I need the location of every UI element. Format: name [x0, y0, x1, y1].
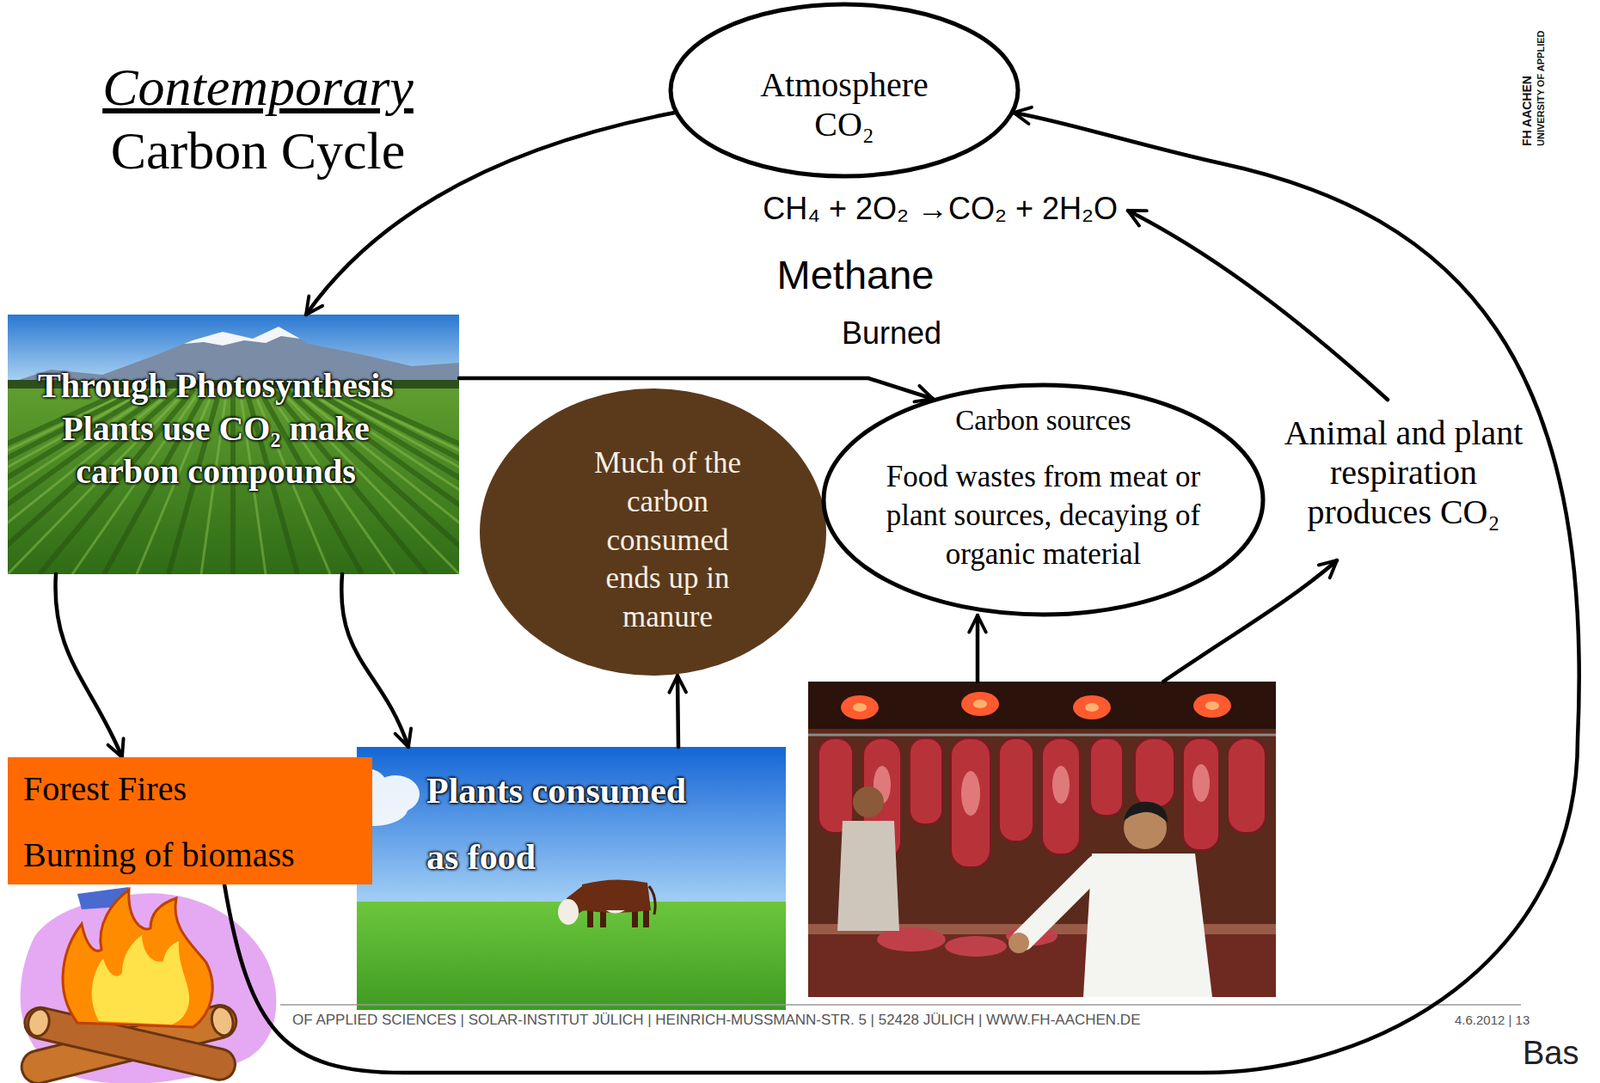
ellipse-outline [823, 385, 1263, 615]
pasture-photo [356, 747, 786, 911]
butcher-figure [852, 786, 884, 818]
cow-figure [557, 879, 656, 928]
field-photo [7, 314, 460, 575]
meat-market-photo [1205, 701, 1220, 711]
meat-market-photo [840, 692, 1232, 720]
logo-text: FH AACHEN [1520, 75, 1533, 147]
field-photo [7, 314, 460, 575]
pasture-photo [356, 747, 786, 1011]
node-heading: Forest Fires [23, 769, 373, 810]
node-heading: Atmosphere [760, 65, 929, 105]
campfire-clipart [62, 889, 213, 1028]
equation-label: CH₄ + 2O₂ →CO₂ + 2H₂O [762, 190, 1118, 227]
connector-arrow [55, 574, 123, 758]
meat-market-photo [876, 927, 946, 952]
photosynthesis-photo-box: Through Photosynthesis Plants use CO₂ ma… [7, 314, 460, 575]
meat-market-photo [1134, 738, 1175, 808]
ellipse-outline [670, 4, 1018, 177]
butcher-figure [1023, 866, 1097, 940]
methane-label: Methane [777, 251, 935, 299]
campfire-clipart [25, 1006, 53, 1039]
diagram-title: Contemporary Carbon Cycle [77, 55, 439, 184]
ellipse-outline [479, 388, 827, 676]
meat-market-photo [808, 681, 1276, 998]
flow-arrow [1127, 210, 1388, 400]
node-label: Burning of biomass [23, 835, 373, 876]
meat-market-photo [852, 703, 867, 712]
butcher-figure [837, 786, 1213, 998]
meat-market-photo [973, 699, 987, 709]
campfire-clipart [91, 935, 190, 1025]
meat-market-photo [961, 692, 1000, 717]
butcher-figure [837, 821, 900, 932]
forest-fire-box: Forest FiresBurning of biomass [7, 757, 373, 885]
meat-market-photo [944, 936, 1007, 957]
meat-market-photo [999, 738, 1034, 842]
meat-market-photo [961, 771, 981, 816]
plants-food-photo-box: Plants consumed as food [356, 747, 786, 1011]
meat-market-photo [909, 738, 943, 825]
cow-figure [582, 879, 651, 914]
pasture-photo [356, 747, 786, 1011]
field-photo [183, 326, 301, 346]
meat-market-photo [852, 699, 1220, 712]
footer-text: OF APPLIED SCIENCES | SOLAR-INSTITUT JÜL… [292, 1011, 1141, 1030]
node-heading: Carbon sources [955, 404, 1131, 438]
meat-market-photo [808, 734, 1276, 737]
footer-rule [280, 1004, 1521, 1006]
meat-market-photo [1042, 738, 1080, 855]
meat-market-photo [1192, 764, 1210, 803]
connector-arrow [341, 574, 409, 748]
butcher-figure [1123, 802, 1168, 823]
carbon-sources-ellipse: Carbon sourcesFood wastes from meat or p… [821, 382, 1266, 618]
node-label: Much of the carbon consumed ends up in m… [582, 444, 755, 638]
node-body: Food wastes from meat or plant sources, … [871, 458, 1216, 574]
campfire-clipart [208, 1005, 237, 1039]
meat-market-photo [1072, 695, 1111, 720]
butcher-figure [1008, 932, 1030, 954]
atmosphere-ellipse: AtmosphereCO₂ [668, 1, 1021, 179]
meat-market-photo [808, 681, 1276, 998]
burned-label: Burned [841, 315, 942, 351]
meat-market-photo [1227, 738, 1266, 834]
node-label: Through Photosynthesis Plants use CO₂ ma… [26, 364, 405, 494]
meat-market-photo [1090, 738, 1123, 816]
meat-market-photo [1085, 703, 1099, 712]
campfire-clipart [18, 887, 276, 1083]
connector-arrow [224, 112, 1580, 1073]
meat-market-photo [808, 681, 1276, 998]
respiration-label: Animal and plant respiration produces CO… [1272, 413, 1535, 533]
meat-market-photo [818, 738, 853, 834]
cow-figure [606, 910, 626, 914]
meat-market-photo [1193, 693, 1232, 718]
cow-figure [649, 886, 656, 915]
footer-fragment: Bas [1522, 1035, 1579, 1073]
cow-figure [557, 899, 579, 926]
connector-arrow [677, 675, 679, 748]
meat-market-photo [950, 738, 991, 868]
meat-market-photo [1052, 766, 1070, 804]
meat-market-photo [1183, 738, 1220, 851]
node-label: CO₂ [814, 104, 875, 145]
logo-text: UNIVERSITY OF APPLIED [1536, 30, 1546, 147]
footer-date: 4.6.2012 | 13 [1454, 1012, 1530, 1028]
node-label: Plants consumed as food [426, 758, 711, 891]
flow-arrow [975, 615, 981, 682]
meat-market-photo [840, 695, 879, 720]
meat-market-photo [808, 681, 1276, 730]
manure-ellipse: Much of the carbon consumed ends up in m… [477, 386, 829, 679]
